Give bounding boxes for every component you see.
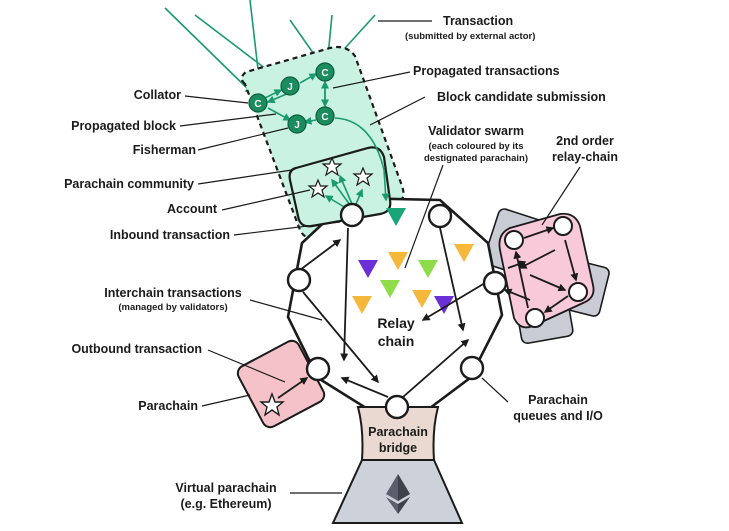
label-block-candidate-submission: Block candidate submission: [437, 90, 606, 104]
relay-node: [286, 267, 312, 293]
svg-text:C: C: [254, 99, 261, 110]
label-interchain-transactions: Interchain transactions: [104, 286, 242, 300]
label-transaction-sub: (submitted by external actor): [405, 31, 535, 42]
collator-node: C: [248, 93, 268, 113]
label-parachain-queues-2: queues and I/O: [513, 409, 603, 423]
label-validator-swarm: Validator swarm: [428, 124, 524, 138]
collator-node: C: [315, 62, 335, 82]
label-propagated-block: Propagated block: [71, 119, 176, 133]
incoming-transactions: [164, 0, 376, 95]
account-box: [288, 146, 392, 228]
label-parachain-community: Parachain community: [64, 177, 194, 191]
svg-text:C: C: [321, 112, 328, 123]
label-virtual-parachain-2: (e.g. Ethereum): [181, 497, 272, 511]
relay-nodes: [286, 202, 508, 420]
label-collator: Collator: [134, 88, 181, 102]
virtual-parachain: [331, 459, 464, 524]
label-parachain-bridge-2: bridge: [379, 441, 417, 455]
label-parachain-bridge-1: Parachain: [368, 425, 428, 439]
star-icon: [259, 392, 285, 417]
label-outbound-transaction: Outbound transaction: [71, 342, 202, 356]
fisherman-node: J: [280, 76, 300, 96]
label-virtual-parachain-1: Virtual parachain: [175, 481, 276, 495]
label-transaction: Transaction: [443, 14, 513, 28]
label-relay-chain-1: Relay: [377, 315, 415, 331]
relay-arrows: [299, 227, 531, 398]
pointer-lines: [179, 20, 581, 494]
community-nodes: C J C C J: [248, 62, 390, 202]
relay-node: [482, 270, 508, 296]
label-parachain-queues-1: Parachain: [528, 393, 588, 407]
labels: Transaction (submitted by external actor…: [64, 14, 618, 511]
star-icon: [352, 166, 374, 187]
label-validator-swarm-sub2: destignated parachain): [424, 153, 528, 164]
star-icon: [307, 178, 329, 199]
label-relay-chain-2: chain: [378, 333, 415, 349]
label-fisherman: Fisherman: [133, 143, 196, 157]
svg-text:J: J: [287, 82, 293, 93]
relay-node: [305, 356, 331, 382]
label-parachain: Parachain: [138, 399, 198, 413]
label-2nd-order-2: relay-chain: [552, 150, 618, 164]
relay-node: [427, 203, 453, 229]
label-propagated-transactions: Propagated transactions: [413, 64, 560, 78]
label-validator-swarm-sub1: (each coloured by its: [428, 141, 523, 152]
ethereum-icon: [386, 474, 410, 514]
relay-node: [339, 202, 365, 228]
fisherman-node: J: [287, 114, 307, 134]
svg-text:J: J: [294, 120, 300, 131]
validator-swarm: [352, 208, 474, 314]
svg-text:C: C: [321, 68, 328, 79]
relay-node: [459, 355, 485, 381]
label-interchain-sub: (managed by validators): [118, 302, 227, 313]
star-icon: [321, 156, 343, 177]
label-account: Account: [167, 202, 218, 216]
collator-node: C: [315, 106, 335, 126]
label-inbound-transaction: Inbound transaction: [110, 228, 230, 242]
relay-node: [384, 394, 410, 420]
label-2nd-order-1: 2nd order: [556, 134, 614, 148]
